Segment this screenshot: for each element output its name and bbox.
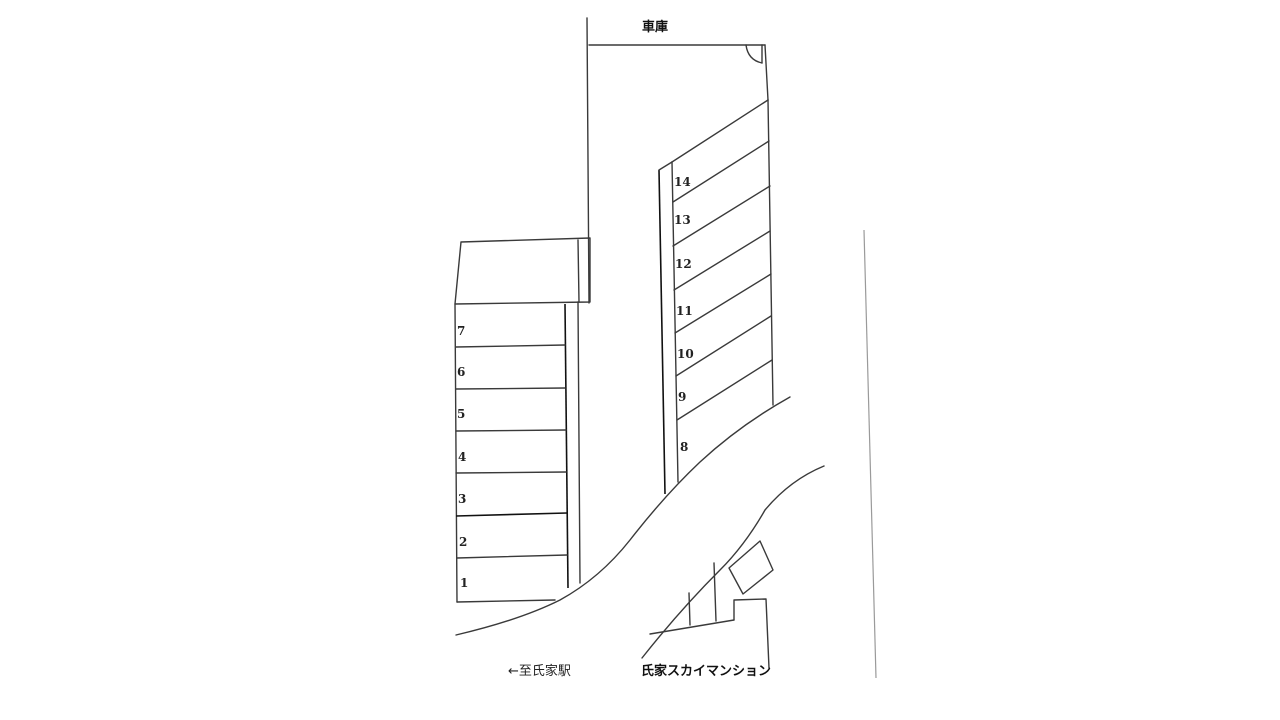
slot-2: 2	[459, 535, 467, 549]
slot-1: 1	[460, 576, 468, 590]
mansion-structures	[649, 540, 774, 669]
slot-7: 7	[457, 324, 465, 338]
slot-3: 3	[458, 492, 466, 506]
garage-label: 車庫	[642, 20, 669, 35]
slot-11: 11	[676, 304, 693, 318]
garage-outline	[586, 17, 769, 304]
right-parking-block: 14 13 12 11 10 9 8	[658, 99, 774, 495]
slot-5: 5	[457, 407, 465, 421]
door-swing-icon	[745, 44, 763, 64]
road	[455, 396, 825, 659]
slot-10: 10	[677, 347, 694, 361]
slot-12: 12	[675, 257, 692, 271]
slot-6: 6	[457, 365, 465, 379]
slot-4: 4	[458, 450, 466, 464]
station-direction-label: ←至氏家駅	[508, 664, 571, 679]
left-parking-block: 7 6 5 4 3 2 1	[454, 301, 581, 603]
mansion-building	[728, 540, 774, 595]
slot-9: 9	[678, 390, 686, 404]
property-boundary	[863, 229, 877, 679]
left-building	[454, 237, 591, 305]
slot-8: 8	[680, 440, 688, 454]
mansion-label: 氏家スカイマンション	[641, 664, 772, 679]
slot-14: 14	[674, 175, 691, 189]
slot-13: 13	[674, 213, 691, 227]
